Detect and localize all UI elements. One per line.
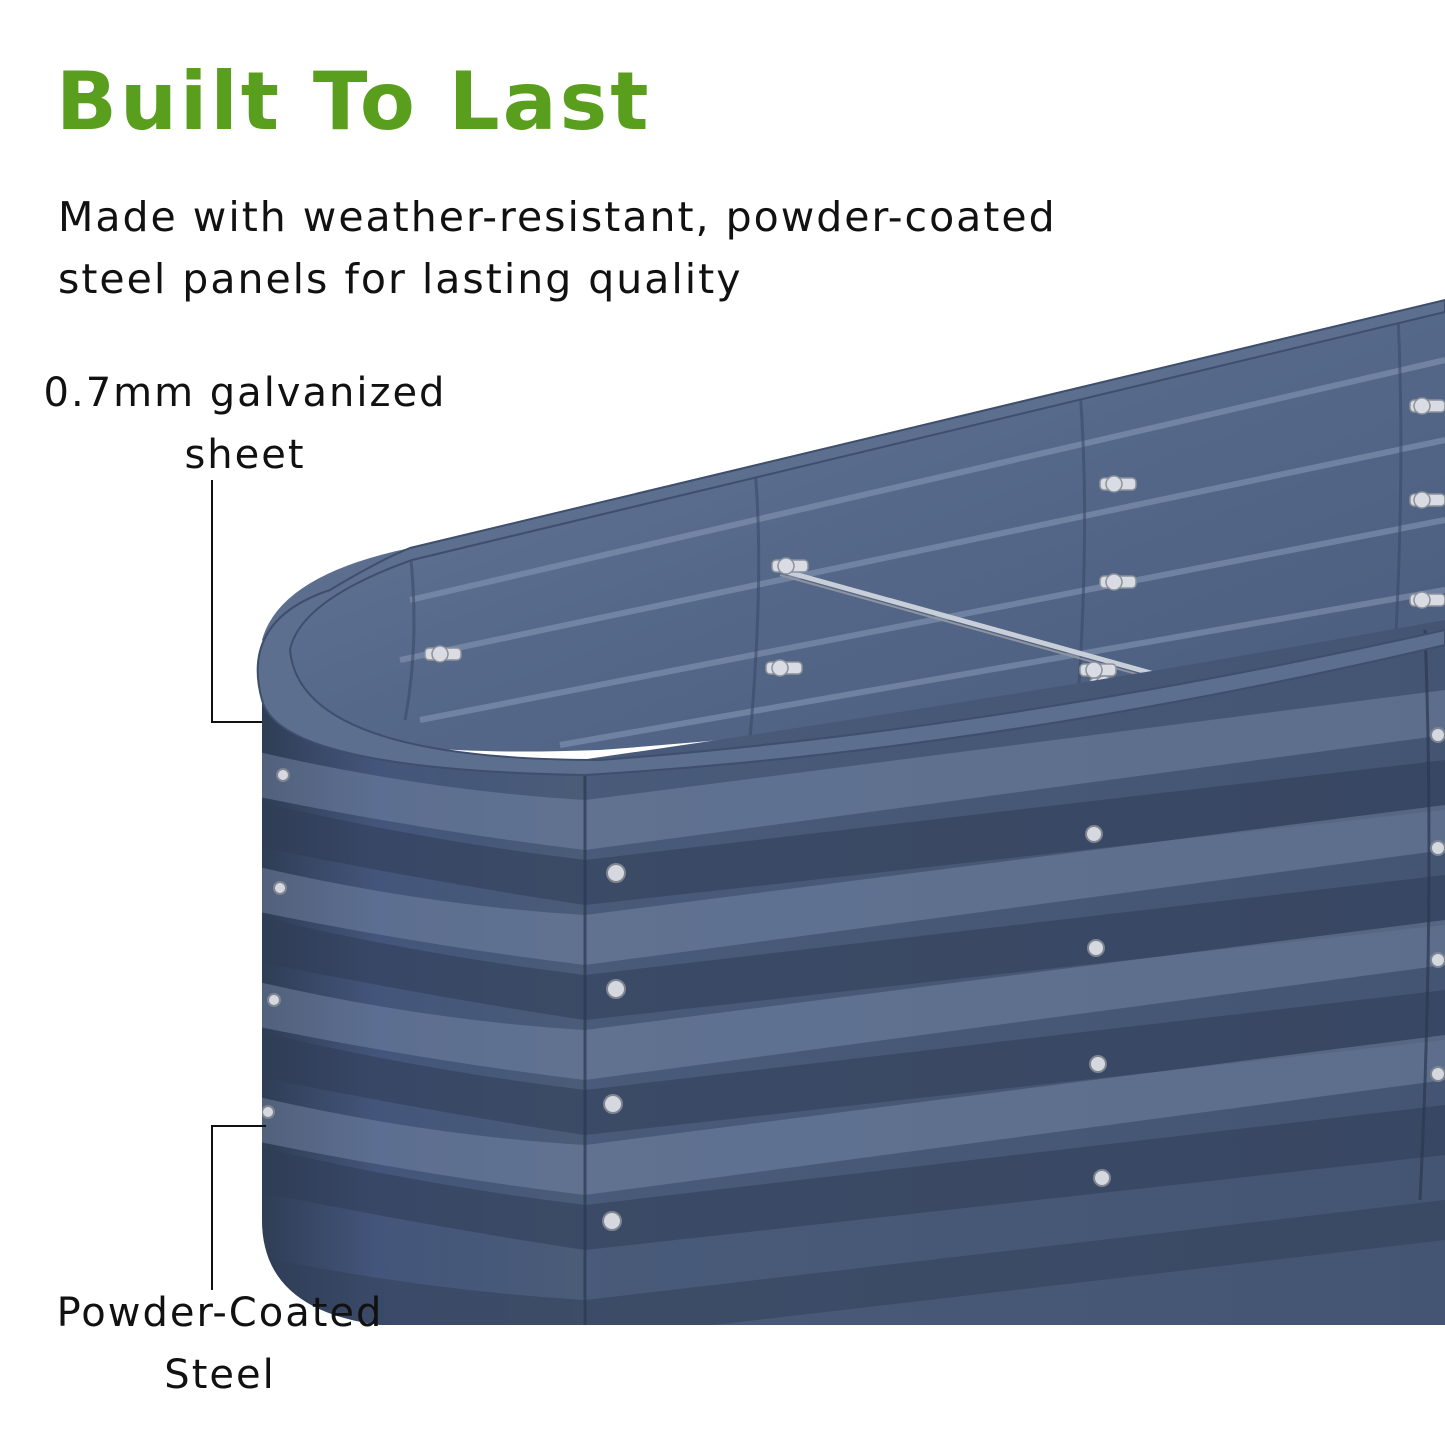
outer-screws <box>262 727 1445 1231</box>
subtitle-line-2: steel panels for lasting quality <box>58 255 743 303</box>
callout-galvanized-line-2: sheet <box>184 432 306 478</box>
subtitle-line-1: Made with weather-resistant, powder-coat… <box>58 193 1057 241</box>
callout-galvanized-sheet: 0.7mm galvanized sheet <box>40 362 450 486</box>
screw-icon <box>1430 1066 1445 1082</box>
callout-powder-coated-steel: Powder-Coated Steel <box>40 1282 400 1406</box>
headline: Built To Last <box>56 55 652 148</box>
screw-icon <box>1099 475 1137 493</box>
screw-icon <box>1409 491 1445 509</box>
screw-icon <box>606 863 626 883</box>
screw-icon <box>1409 397 1445 415</box>
bed-interior-wall <box>262 300 1445 752</box>
screw-icon <box>1093 1169 1111 1187</box>
screw-icon <box>276 768 290 782</box>
screw-icon <box>267 993 281 1007</box>
screw-icon <box>1079 661 1117 679</box>
callout-powder-coated-line-2: Steel <box>164 1352 276 1398</box>
screw-icon <box>273 881 287 895</box>
screw-icon <box>1409 591 1445 609</box>
callout-galvanized-line-1: 0.7mm galvanized <box>43 370 447 416</box>
screw-icon <box>603 1094 623 1114</box>
callout-line-powder-coated <box>211 1125 266 1290</box>
screw-icon <box>1430 952 1445 968</box>
screw-icon <box>1430 727 1445 743</box>
outer-corrugations <box>262 690 1445 1325</box>
bed-top-rim <box>256 298 1445 777</box>
screw-icon <box>606 979 626 999</box>
screw-icon <box>1085 825 1103 843</box>
subtitle: Made with weather-resistant, powder-coat… <box>58 186 1058 310</box>
callout-line-galvanized <box>211 480 262 723</box>
screw-icon <box>602 1211 622 1231</box>
screw-icon <box>1089 1055 1107 1073</box>
wing-nut-fasteners <box>424 397 1445 693</box>
screw-icon <box>1087 939 1105 957</box>
screw-icon <box>262 1105 275 1119</box>
screw-icon <box>765 659 803 677</box>
screw-icon <box>424 645 462 663</box>
callout-powder-coated-line-1: Powder-Coated <box>56 1290 384 1336</box>
screw-icon <box>1430 840 1445 856</box>
interior-corrugations <box>399 357 1445 748</box>
screw-icon <box>771 557 809 575</box>
screw-icon <box>1099 573 1137 591</box>
